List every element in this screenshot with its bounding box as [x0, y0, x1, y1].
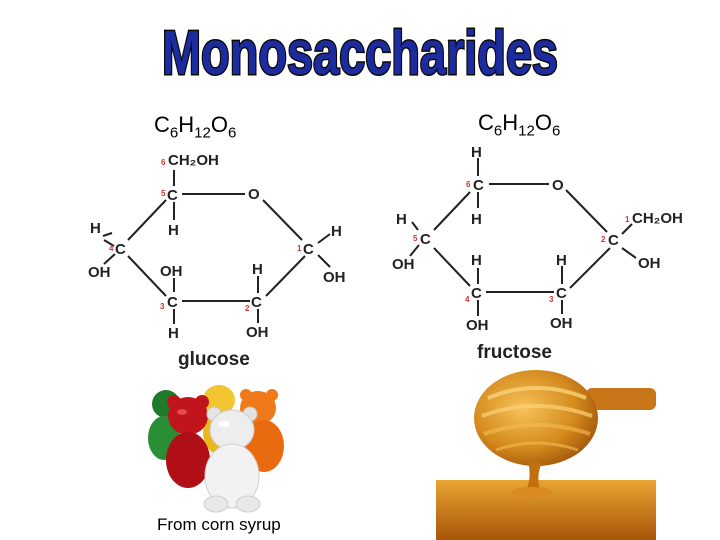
hydroxyl-label: OH — [392, 256, 415, 273]
carbon-number: 5 — [161, 189, 166, 198]
glucose-label: glucose — [178, 349, 250, 370]
hydrogen-label: H — [90, 220, 101, 237]
bond — [433, 247, 471, 287]
bond — [265, 255, 306, 297]
hydrogen-label: H — [471, 252, 482, 269]
hydrogen-label: H — [168, 222, 179, 239]
bond — [103, 239, 115, 247]
honey-image — [436, 368, 656, 540]
formula-h: H — [502, 110, 519, 135]
carbon-label: C — [303, 241, 314, 258]
clear-gummy-bear — [203, 406, 261, 513]
glucose-structure: CH₂OH 6 C 5 O H H C 4 OH OH H C 3 C 2 H … — [88, 152, 346, 370]
carbon-label: C — [473, 177, 484, 194]
hydrogen-label: H — [471, 144, 482, 161]
carbon-label: C — [608, 232, 619, 249]
red-gummy-bear — [166, 395, 210, 488]
bond — [621, 223, 633, 235]
formula-c-count: 6 — [169, 124, 179, 142]
formula-o: O — [210, 112, 228, 137]
hydrogen-label: H — [471, 211, 482, 228]
bond — [127, 199, 167, 241]
hydroxyl-label: OH — [638, 255, 661, 272]
bond — [433, 191, 471, 231]
formula-o: O — [534, 110, 552, 135]
carbon-number: 4 — [465, 295, 470, 304]
carbon-label: C — [471, 285, 482, 302]
carbon-number: 5 — [413, 234, 418, 243]
bond — [565, 189, 608, 233]
formula-c: C — [154, 112, 170, 137]
hydrogen-label: H — [396, 211, 407, 228]
formula-o-count: 6 — [551, 122, 561, 140]
carbon-number: 1 — [625, 215, 630, 224]
carbon-label: C — [556, 285, 567, 302]
dipper-handle — [586, 388, 656, 410]
bond — [262, 199, 303, 241]
hydroxyl-label: OH — [160, 263, 183, 280]
ch2oh-label: CH₂OH — [632, 210, 683, 227]
bond — [317, 233, 331, 244]
formula-o-count: 6 — [227, 124, 237, 142]
carbon-label: C — [167, 294, 178, 311]
bond — [103, 253, 116, 265]
carbon-label: C — [115, 241, 126, 258]
carbon-label: C — [420, 231, 431, 248]
bond — [317, 254, 331, 268]
fructose-label: fructose — [477, 342, 552, 363]
gummy-caption: From corn syrup — [157, 515, 281, 534]
oxygen-label: O — [248, 186, 260, 203]
bond — [102, 232, 113, 237]
carbon-number: 3 — [549, 295, 554, 304]
carbon-number: 6 — [466, 180, 471, 189]
title-text: Monosaccharides — [162, 19, 558, 88]
hydrogen-label: H — [556, 252, 567, 269]
formula-h-count: 12 — [194, 124, 211, 142]
fructose-structure: H C 6 O H H C 5 OH H H C 4 C 3 OH OH C 2… — [392, 144, 683, 363]
carbon-number: 3 — [160, 302, 165, 311]
formula-c-count: 6 — [493, 122, 503, 140]
formula-c: C — [478, 110, 494, 135]
formula-h-count: 12 — [518, 122, 535, 140]
carbon-number: 1 — [297, 244, 302, 253]
honey-ripple — [512, 487, 552, 497]
hydroxyl-label: OH — [323, 269, 346, 286]
ch2oh-label: CH₂OH — [168, 152, 219, 169]
page-title: Monosaccharides — [161, 18, 560, 90]
hydroxyl-label: OH — [246, 324, 269, 341]
hydroxyl-label: OH — [466, 317, 489, 334]
formula-h: H — [178, 112, 195, 137]
glucose-formula: C6H12O6 — [154, 112, 236, 141]
carbon-number: 2 — [245, 304, 250, 313]
carbon-number: 4 — [109, 244, 114, 253]
honey-dipper — [474, 370, 598, 466]
bond — [409, 244, 420, 257]
bond — [621, 247, 637, 259]
gummy-bears-image — [146, 378, 320, 518]
hydroxyl-label: OH — [88, 264, 111, 281]
bond — [127, 255, 167, 297]
fructose-formula: C6H12O6 — [478, 110, 560, 139]
carbon-number: 2 — [601, 235, 606, 244]
honey-drip — [526, 462, 542, 490]
hydrogen-label: H — [168, 325, 179, 342]
hydroxyl-label: OH — [550, 315, 573, 332]
hydrogen-label: H — [331, 223, 342, 240]
bond — [411, 221, 419, 231]
carbon-label: C — [167, 187, 178, 204]
carbon-label: C — [251, 294, 262, 311]
oxygen-label: O — [552, 177, 564, 194]
hydrogen-label: H — [252, 261, 263, 278]
carbon-number: 6 — [161, 158, 166, 167]
bond — [569, 247, 611, 289]
